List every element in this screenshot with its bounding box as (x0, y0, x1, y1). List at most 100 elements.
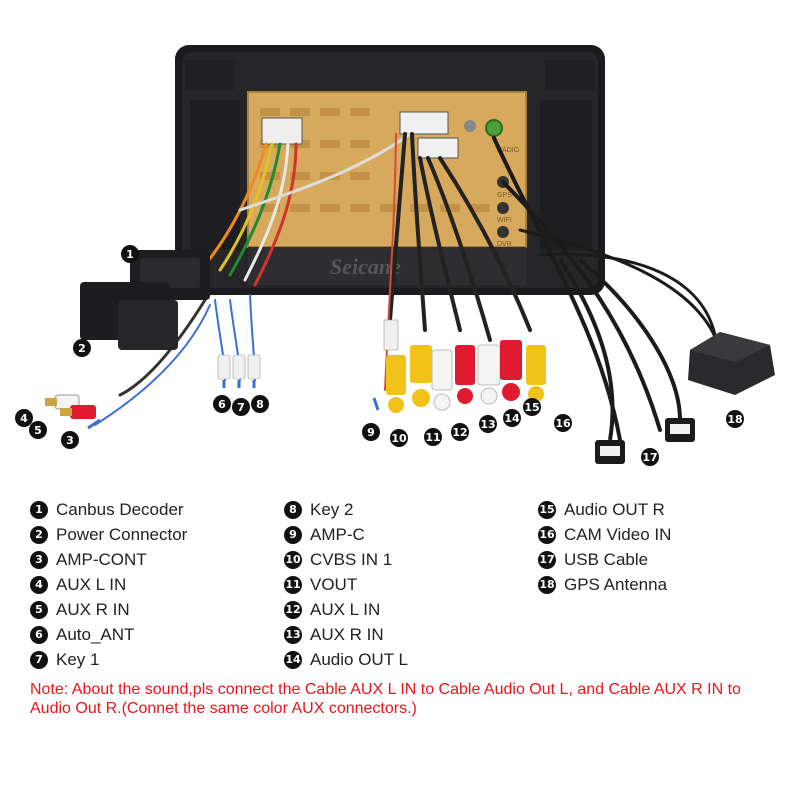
callout-11: 11 (424, 428, 442, 446)
svg-text:17: 17 (642, 451, 657, 464)
legend-number: 15 (538, 500, 556, 519)
svg-text:8: 8 (256, 398, 264, 411)
legend-number: 6 (30, 625, 48, 644)
svg-text:11: 11 (425, 431, 440, 444)
svg-text:18: 18 (727, 413, 742, 426)
legend-number: 16 (538, 525, 556, 544)
callout-7: 7 (232, 398, 250, 416)
sound-connection-note: Note: About the sound,pls connect the Ca… (30, 681, 741, 717)
legend-item: 6 Auto_ANT (30, 622, 187, 647)
svg-text:2: 2 (78, 342, 86, 355)
svg-text:10: 10 (391, 432, 407, 445)
gps-label: GPS (497, 192, 512, 199)
svg-text:3: 3 (66, 434, 74, 447)
legend-item: 13 AUX R IN (284, 622, 408, 647)
legend-item: 4 AUX L IN (30, 572, 187, 597)
legend-item: 10 CVBS IN 1 (284, 547, 408, 572)
legend-item: 7 Key 1 (30, 647, 187, 672)
callout-18: 18 (726, 410, 744, 428)
legend-label: Audio OUT L (310, 649, 408, 669)
legend-label: Key 1 (56, 649, 100, 669)
legend-number: 7 (30, 650, 48, 669)
amp-cont-wire-tip (87, 418, 101, 430)
svg-text:7: 7 (237, 401, 245, 414)
legend-number: 4 (30, 575, 48, 594)
callout-17: 17 (641, 448, 659, 466)
aux-rca-left (45, 394, 96, 419)
svg-text:5: 5 (34, 424, 42, 437)
legend-number: 18 (538, 575, 556, 594)
callout-12: 12 (451, 423, 469, 441)
callout-15: 15 (523, 398, 541, 416)
legend-column-3: 15 Audio OUT R 16 CAM Video IN 17 USB Cable… (538, 497, 671, 597)
legend-label: AUX L IN (310, 599, 381, 619)
legend-number: 9 (284, 525, 302, 544)
radio-port (485, 119, 503, 137)
legend-label: CAM Video IN (564, 524, 672, 544)
callout-8: 8 (251, 395, 269, 413)
legend-item: 16 CAM Video IN (538, 522, 671, 547)
head-unit: RADIO GPS WIFI DVR Seicane (175, 45, 605, 295)
callout-9: 9 (362, 423, 380, 441)
rear-panel-board (247, 91, 527, 248)
legend-label: AMP-CONT (56, 549, 147, 569)
legend-label: AUX L IN (56, 574, 127, 594)
callout-14: 14 (503, 409, 521, 427)
wire-harness (94, 132, 722, 442)
svg-text:16: 16 (555, 417, 571, 430)
svg-text:13: 13 (480, 418, 495, 431)
svg-text:14: 14 (504, 412, 520, 425)
legend-label: CVBS IN 1 (310, 549, 393, 569)
callout-16: 16 (554, 414, 572, 432)
legend-label: USB Cable (564, 549, 649, 569)
legend-number: 5 (30, 600, 48, 619)
legend-label: Key 2 (310, 499, 354, 519)
dvr-label: DVR (497, 241, 512, 248)
legend-number: 12 (284, 600, 302, 619)
legend-number: 13 (284, 625, 302, 644)
rca-plugs (372, 319, 546, 413)
legend-number: 17 (538, 550, 556, 569)
legend-number: 2 (30, 525, 48, 544)
svg-text:15: 15 (524, 401, 539, 414)
svg-text:1: 1 (126, 248, 134, 261)
legend-label: AUX R IN (310, 624, 384, 644)
legend-number: 10 (284, 550, 302, 569)
legend-label: Audio OUT R (564, 499, 665, 519)
wifi-label: WIFI (497, 217, 512, 224)
gps-antenna (539, 252, 775, 395)
svg-text:4: 4 (20, 412, 28, 425)
brand-watermark: Seicane (330, 254, 401, 279)
wifi-port (497, 202, 509, 214)
legend-label: Auto_ANT (56, 624, 135, 644)
legend-item: 12 AUX L IN (284, 597, 408, 622)
key-wire-tips (222, 380, 256, 388)
legend-number: 3 (30, 550, 48, 569)
legend-item: 15 Audio OUT R (538, 497, 671, 522)
callout-4: 4 (15, 409, 33, 427)
radio-label: RADIO (497, 147, 520, 154)
legend-item: 17 USB Cable (538, 547, 671, 572)
svg-text:12: 12 (452, 426, 467, 439)
callout-6: 6 (213, 395, 231, 413)
legend-number: 8 (284, 500, 302, 519)
wiring-diagram: RADIO GPS WIFI DVR Seicane (15, 45, 775, 466)
svg-text:9: 9 (367, 426, 375, 439)
legend-number: 1 (30, 500, 48, 519)
legend-item: 3 AMP-CONT (30, 547, 187, 572)
legend-label: Canbus Decoder (56, 499, 184, 519)
callout-10: 10 (390, 429, 408, 447)
legend-item: 1 Canbus Decoder (30, 497, 187, 522)
legend-item: 5 AUX R IN (30, 597, 187, 622)
legend-label: AUX R IN (56, 599, 130, 619)
callout-13: 13 (479, 415, 497, 433)
legend-number: 11 (284, 575, 302, 594)
callout-2: 2 (73, 339, 91, 357)
